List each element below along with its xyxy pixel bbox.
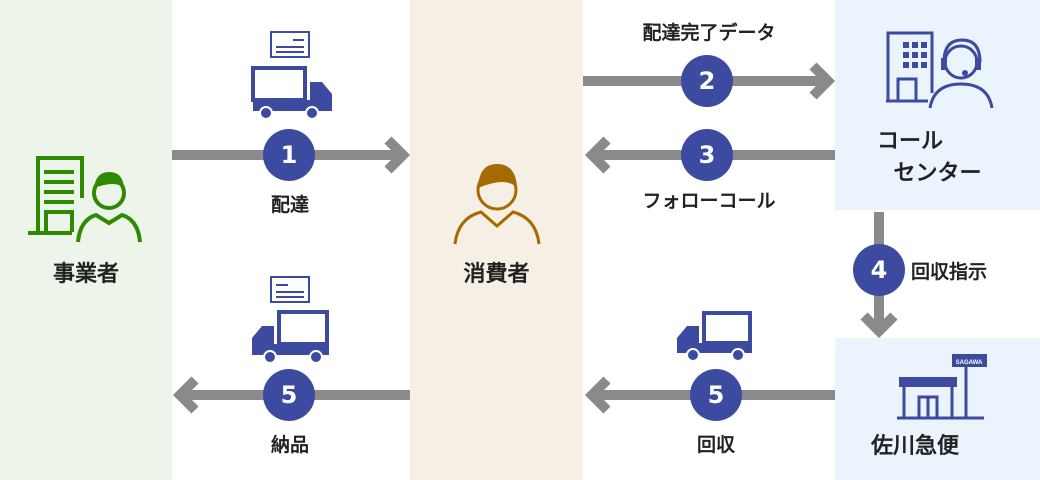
- call-center-label-2: センター: [893, 161, 982, 186]
- call-center-icon: [886, 31, 994, 109]
- sagawa-label: 佐川急便: [870, 434, 959, 459]
- call-center-label-1: コール: [876, 129, 943, 154]
- step-label-2: 配達完了データ: [642, 22, 776, 44]
- sagawa-store-icon: [897, 354, 987, 420]
- step-label-5-collect: 回収: [696, 434, 735, 456]
- shipper-column: [0, 0, 172, 480]
- step-badge-1: 1: [263, 129, 315, 181]
- consumer-column: [410, 0, 583, 480]
- step-label-4: 回収指示: [911, 261, 988, 283]
- consumer-hair: [478, 164, 517, 188]
- shipper-icon: [28, 156, 142, 243]
- step-label-5-deliver: 納品: [270, 434, 309, 456]
- shipper-label: 事業者: [52, 262, 119, 287]
- document-icon: [270, 31, 310, 58]
- sagawa-sign: SAGAWA: [956, 360, 983, 366]
- step-badge-4: 4: [853, 244, 905, 296]
- step-badge-2: 2: [681, 55, 733, 107]
- call-center-box: [835, 0, 1040, 210]
- document-icon: [270, 276, 310, 303]
- step-badge-5-deliver: 5: [263, 369, 315, 421]
- call-center-windows: [903, 42, 981, 76]
- truck-icon: [677, 311, 752, 362]
- step-badge-3: 3: [681, 129, 733, 181]
- step-label-1: 配達: [270, 194, 309, 216]
- step-label-3: フォローコール: [642, 190, 776, 212]
- consumer-label: 消費者: [463, 262, 530, 287]
- step-badge-5-collect: 5: [690, 369, 742, 421]
- shipper-hair: [94, 172, 124, 188]
- truck-icon: [251, 66, 332, 120]
- truck-icon: [252, 310, 329, 364]
